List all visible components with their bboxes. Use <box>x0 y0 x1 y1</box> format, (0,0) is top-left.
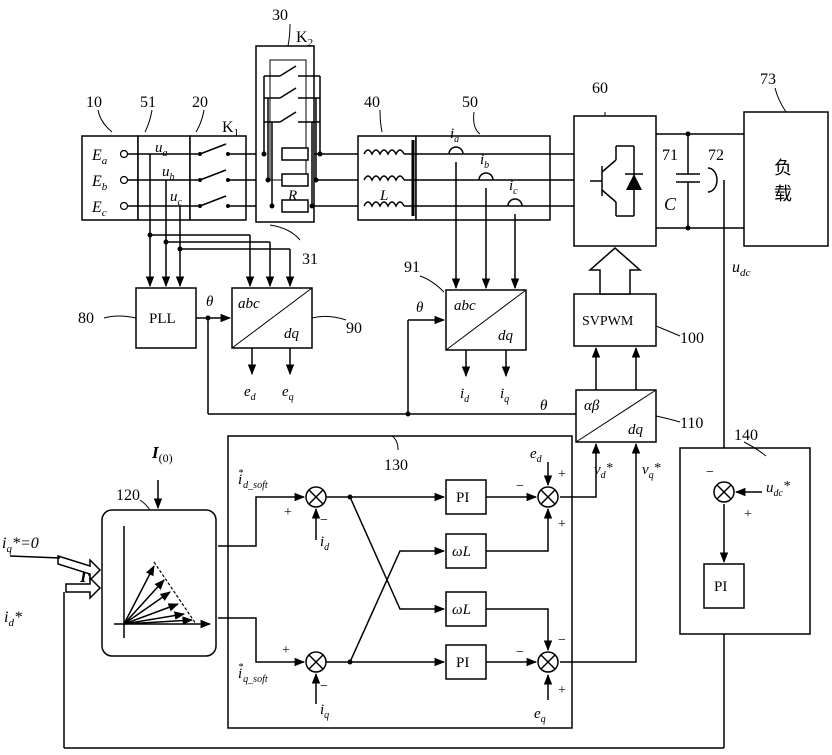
ref-80: 80 <box>78 310 94 327</box>
pi-label-q: PI <box>456 655 469 671</box>
sum-vq-minus-top: − <box>558 633 566 648</box>
sum-q-minus: − <box>320 679 328 694</box>
dc-voltage-loop-block <box>680 448 810 634</box>
theta-label-110: θ <box>540 398 548 414</box>
leader-73 <box>775 88 786 112</box>
leader-110 <box>656 416 680 422</box>
ed-output-label: ed <box>244 384 257 403</box>
sum-junction-vq-icon <box>538 652 558 672</box>
dq-label-110: dq <box>628 422 644 438</box>
ref-130: 130 <box>384 457 408 474</box>
theta-label-pll: θ <box>206 294 214 310</box>
leader-90 <box>312 316 346 320</box>
resistor-a-icon <box>282 148 308 160</box>
sum-udc-minus: − <box>706 465 714 480</box>
leader-30 <box>288 24 290 46</box>
omega-l-label-2: ωL <box>452 602 471 618</box>
ref-71: 71 <box>662 147 678 164</box>
sum-junction-vd-icon <box>538 487 558 507</box>
ref-51: 51 <box>140 94 156 111</box>
ref-20: 20 <box>192 94 208 111</box>
soft-reference-block <box>102 510 216 656</box>
leader-20 <box>196 110 204 132</box>
vq-label: vq* <box>642 461 661 481</box>
capacitor-icon <box>676 134 700 228</box>
load-label-1: 负 <box>774 158 792 178</box>
source-block <box>82 136 138 220</box>
ref-40: 40 <box>364 94 380 111</box>
abc-label-90: abc <box>238 296 260 312</box>
ref-72: 72 <box>708 147 724 164</box>
terminal-a-icon <box>121 151 128 158</box>
id-output-label: id <box>460 386 470 405</box>
inductor-l-label: L <box>379 188 388 204</box>
leader-51 <box>145 110 152 132</box>
sum-vq-plus-bottom: + <box>558 683 566 698</box>
iq-output-label: iq <box>500 386 509 405</box>
load-label-2: 载 <box>774 184 792 204</box>
ref-60: 60 <box>592 80 608 97</box>
current-sensing-block <box>416 136 550 220</box>
converter-block <box>574 116 656 246</box>
abc-label-91: abc <box>454 298 476 314</box>
voltage-sensor-72-icon <box>708 168 717 192</box>
sum-junction-d-icon <box>306 487 326 507</box>
leader-50 <box>474 112 480 134</box>
leader-120 <box>140 500 150 510</box>
terminal-b-icon <box>121 177 128 184</box>
sum-vd-plus-top: + <box>558 467 566 482</box>
capacitor-c-label: C <box>664 194 677 214</box>
sum-q-plus: + <box>282 643 290 658</box>
dq-label-91: dq <box>498 328 514 344</box>
sum-vd-plus-bottom: + <box>558 517 566 532</box>
theta-label-91: θ <box>416 300 424 316</box>
sum-vq-minus: − <box>516 645 524 660</box>
omega-l-label-1: ωL <box>452 544 471 560</box>
sum-vd-minus: − <box>516 479 524 494</box>
breaker-k1-block <box>190 136 246 220</box>
udc-label: udc <box>732 259 751 279</box>
leader-40 <box>380 110 382 132</box>
sum-d-plus: + <box>284 505 292 520</box>
leader-91 <box>420 276 444 292</box>
svpwm-label: SVPWM <box>582 314 634 329</box>
resistor-r-label: R <box>287 188 297 204</box>
iq-star-zero-label: iq*=0 <box>2 535 39 555</box>
i-star-input-arrow-icon <box>58 556 100 580</box>
sum-d-minus: − <box>320 513 328 528</box>
eq-output-label: eq <box>282 384 294 403</box>
ref-10: 10 <box>86 94 102 111</box>
leader-10 <box>98 110 112 132</box>
ref-90: 90 <box>346 320 362 337</box>
id-star-label: id* <box>4 609 22 629</box>
ref-91: 91 <box>404 259 420 276</box>
i0-label: I(0) <box>151 443 173 465</box>
sum-junction-q-icon <box>306 652 326 672</box>
pwm-signal-arrow-icon <box>590 248 640 294</box>
ref-50: 50 <box>462 94 478 111</box>
ref-73: 73 <box>760 71 776 88</box>
ref-100: 100 <box>680 330 704 347</box>
ref-110: 110 <box>680 415 703 432</box>
ref-30: 30 <box>272 7 288 24</box>
load-block <box>744 112 828 246</box>
pll-label: PLL <box>149 311 176 327</box>
vd-label: vd* <box>594 461 613 481</box>
dq-label-90: dq <box>284 326 300 342</box>
ref-120: 120 <box>116 487 140 504</box>
pi-label-dc: PI <box>714 579 727 595</box>
pi-label-d: PI <box>456 490 469 506</box>
sum-udc-plus: + <box>744 507 752 522</box>
leader-31 <box>270 225 300 240</box>
terminal-c-icon <box>121 203 128 210</box>
sum-junction-udc-icon <box>714 482 734 502</box>
resistor-b-icon <box>282 174 308 186</box>
leader-100 <box>656 326 680 336</box>
ref-31: 31 <box>302 251 318 268</box>
ref-140: 140 <box>734 427 758 444</box>
alphabeta-label: αβ <box>584 398 600 414</box>
leader-80 <box>104 316 136 318</box>
